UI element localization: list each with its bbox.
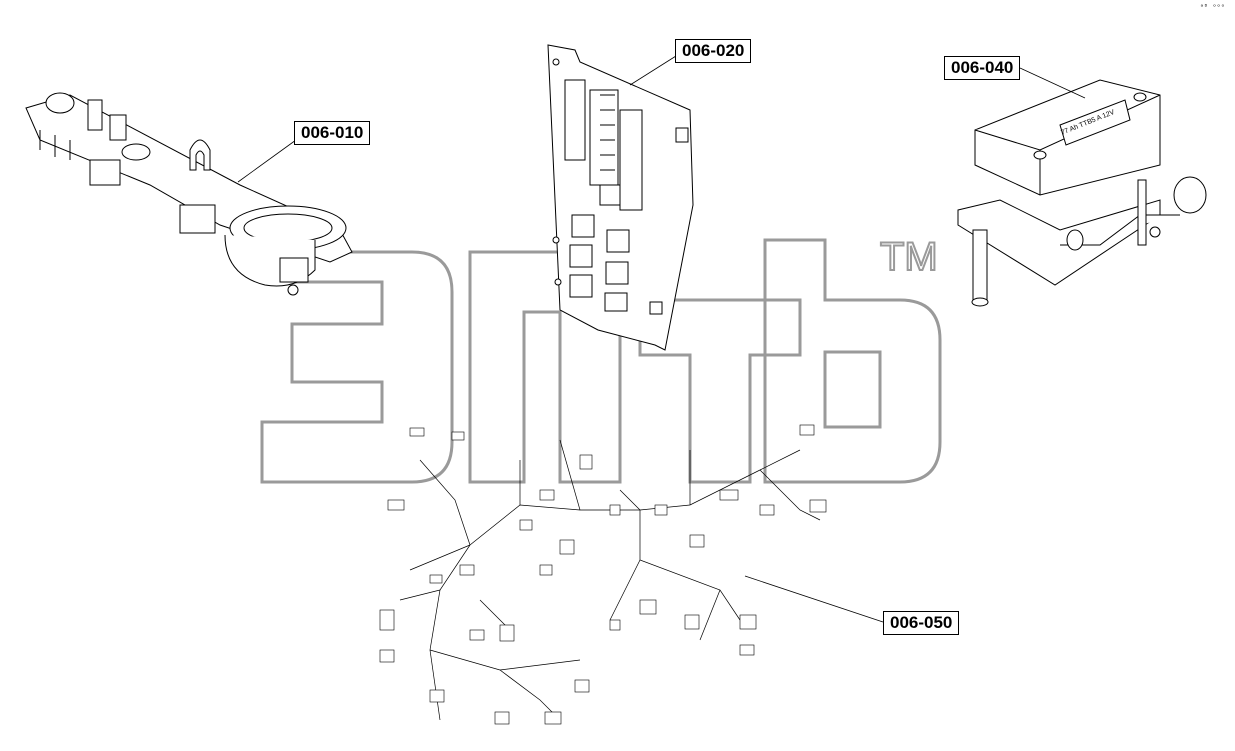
leader-line-010 [237, 139, 297, 183]
wiring-harness-drawing [399, 439, 821, 721]
leader-line-040 [1019, 67, 1086, 99]
instrument-panel-drawing [25, 92, 353, 296]
callout-006-040[interactable]: 006-040 [944, 56, 1021, 80]
leader-line-050 [744, 575, 884, 623]
battery-drawing: 77 Ah TTB5 A 12V [957, 79, 1207, 307]
corner-mark: ᵃᴰ ᵒᵒᵒ [1199, 3, 1225, 11]
harness-connectors [379, 424, 827, 725]
callout-006-010[interactable]: 006-010 [294, 121, 371, 145]
callout-006-050[interactable]: 006-050 [883, 611, 960, 635]
trademark-text: TM [880, 235, 938, 279]
callout-006-020[interactable]: 006-020 [675, 39, 752, 63]
fuse-box-drawing [547, 44, 694, 351]
leader-line-020 [629, 55, 677, 86]
